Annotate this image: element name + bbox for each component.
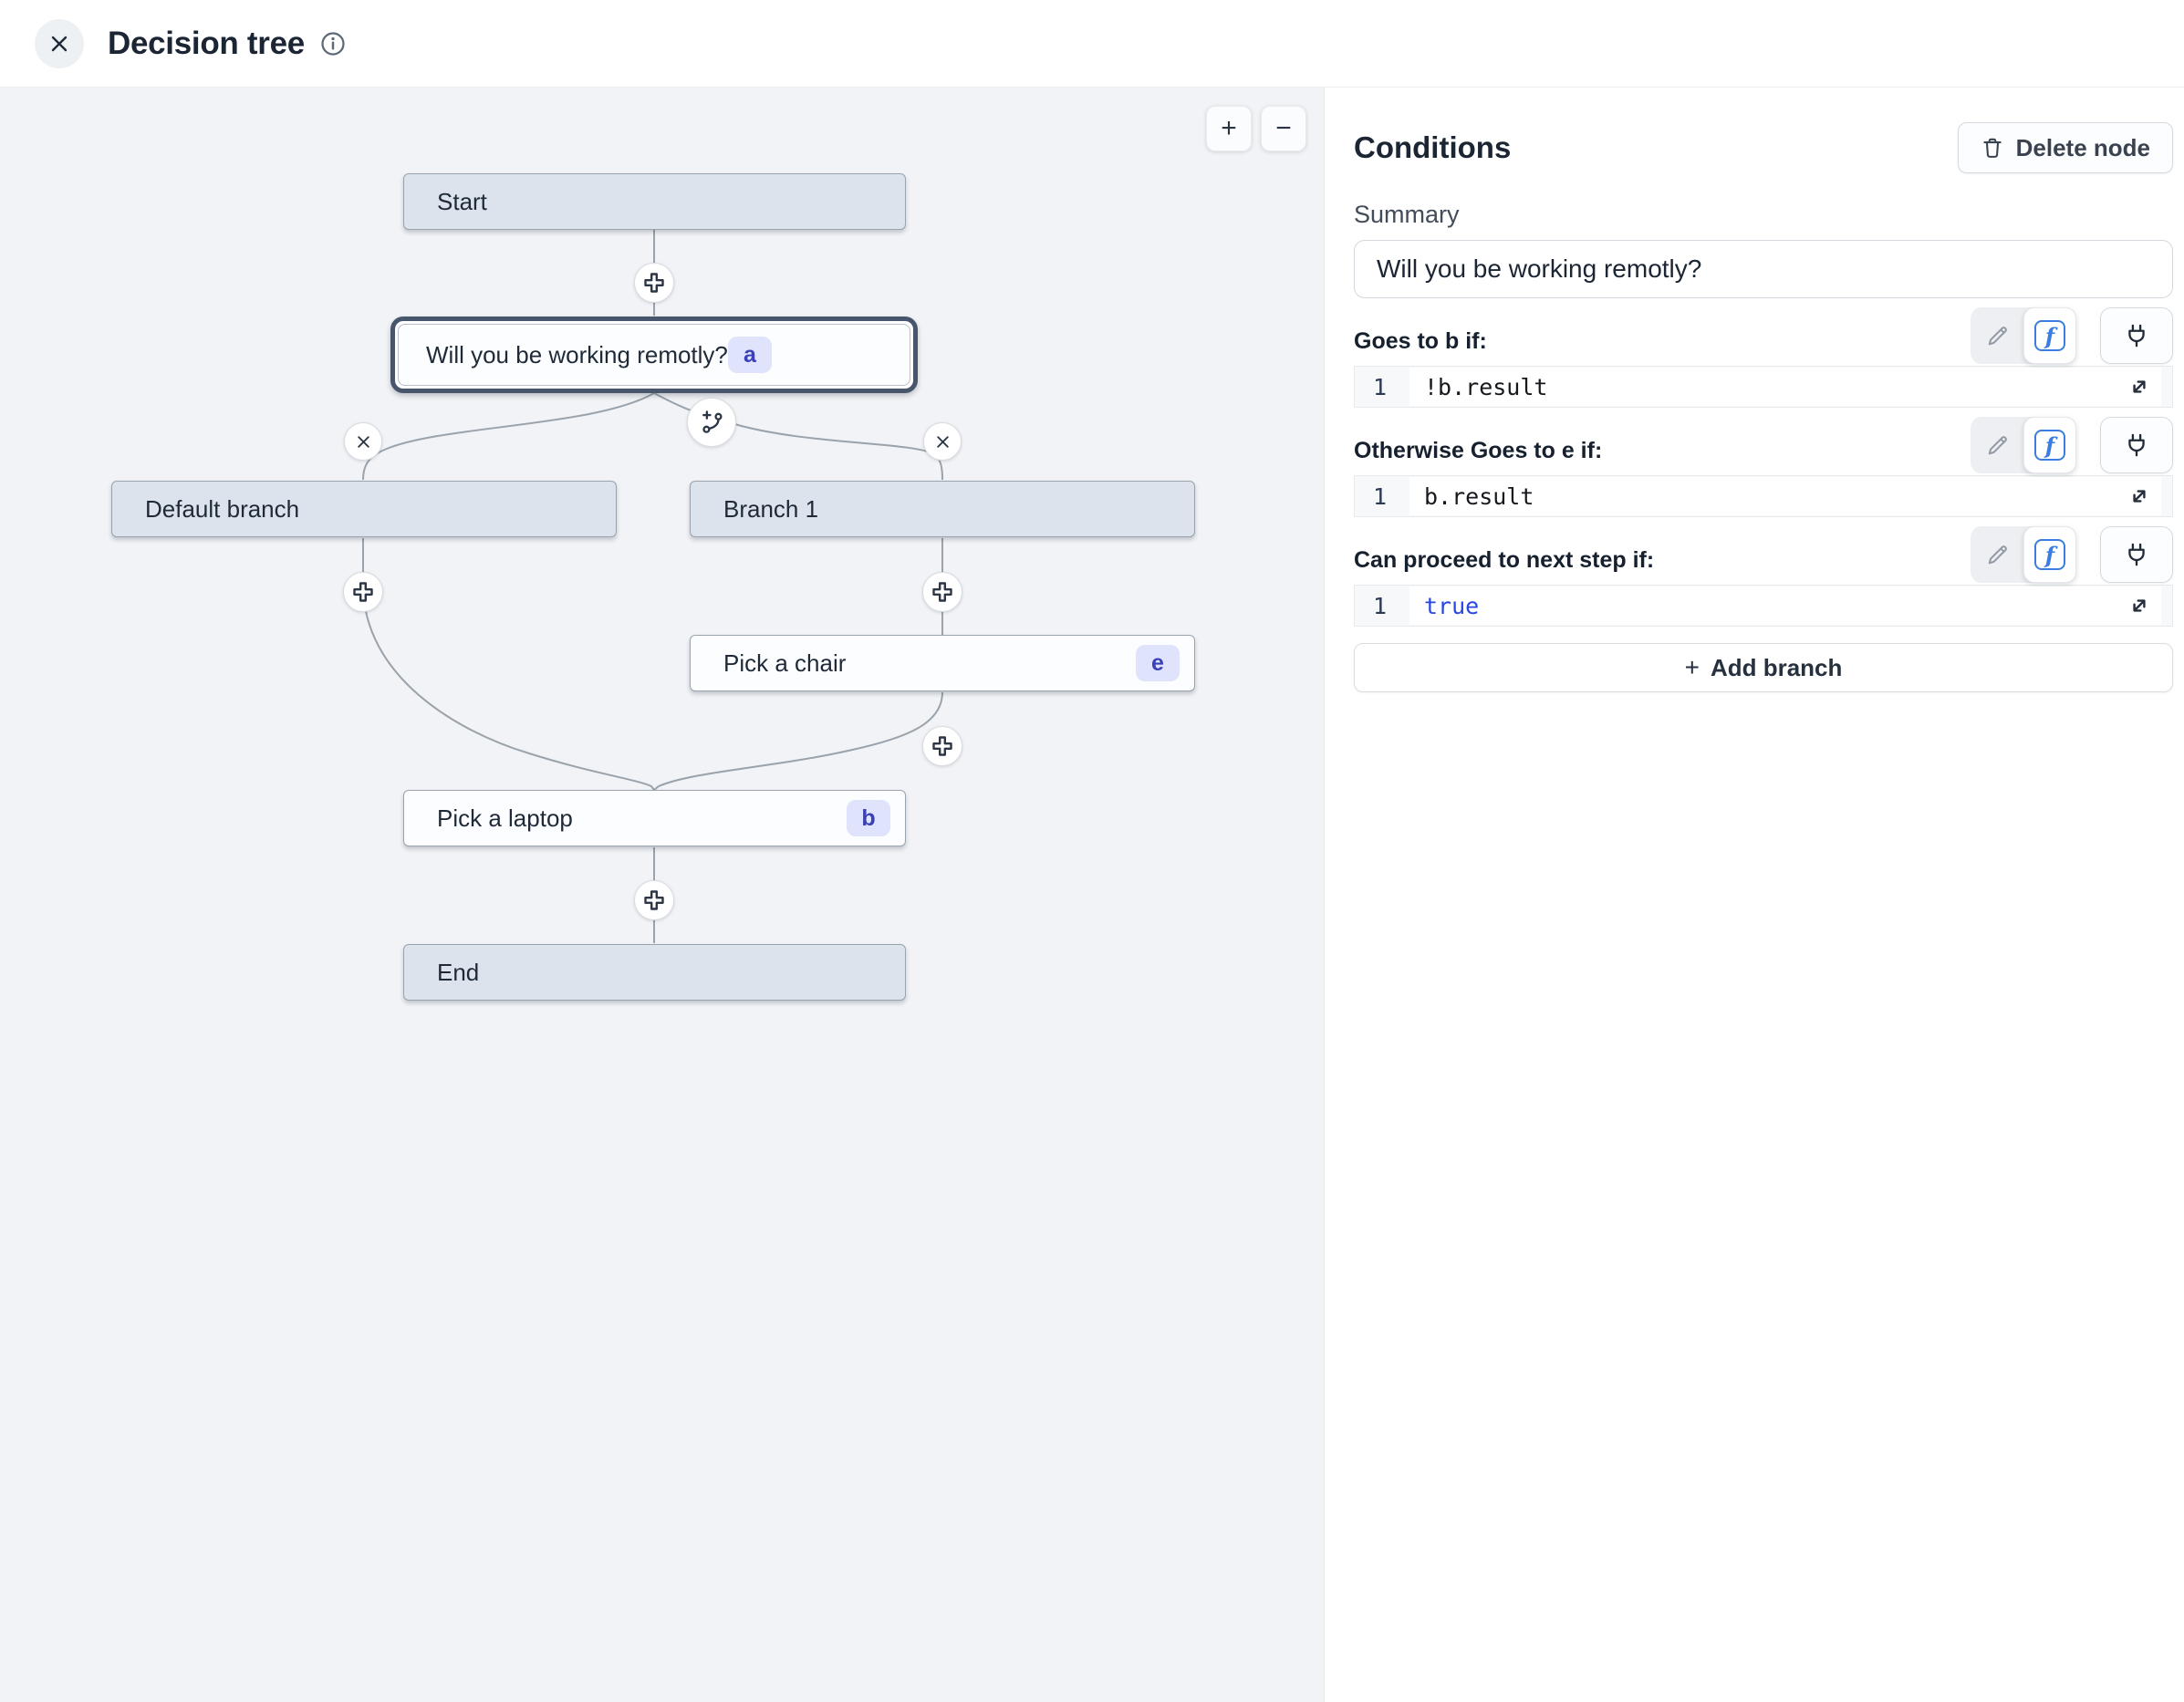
plus-icon: + bbox=[1221, 113, 1237, 143]
fx-mode-button[interactable]: f bbox=[2023, 526, 2076, 583]
node-branch-1[interactable]: Branch 1 bbox=[690, 481, 1195, 537]
fx-mode-button[interactable]: f bbox=[2023, 417, 2076, 473]
text-mode-button[interactable] bbox=[1971, 433, 2023, 458]
editor-mode-toggle: f bbox=[1971, 417, 2076, 473]
zoom-out-button[interactable]: − bbox=[1261, 106, 1306, 151]
condition-label: Goes to b if: bbox=[1354, 328, 1487, 354]
node-badge: b bbox=[847, 800, 890, 836]
minus-icon: − bbox=[1275, 113, 1292, 143]
plug-button[interactable] bbox=[2100, 307, 2173, 364]
text-mode-button[interactable] bbox=[1971, 324, 2023, 348]
plus-icon bbox=[353, 582, 373, 602]
conditions-panel: Conditions Delete node Summary Goes to b… bbox=[1324, 88, 2184, 1702]
plug-icon bbox=[2128, 433, 2145, 457]
expand-diagonal-icon bbox=[2133, 490, 2146, 503]
node-end[interactable]: End bbox=[403, 944, 906, 1001]
summary-input[interactable] bbox=[1354, 240, 2173, 298]
node-label: Will you be working remotly? bbox=[426, 340, 728, 368]
zoom-controls: + − bbox=[1206, 106, 1306, 151]
code-editor[interactable]: 1 b.result bbox=[1354, 475, 2173, 517]
node-label: Pick a chair bbox=[723, 649, 847, 677]
code-editor[interactable]: 1 !b.result bbox=[1354, 366, 2173, 408]
panel-title: Conditions bbox=[1354, 130, 1512, 164]
header: Decision tree bbox=[0, 0, 2184, 88]
info-icon[interactable] bbox=[319, 30, 347, 57]
node-pick-laptop[interactable]: Pick a laptop b bbox=[403, 790, 906, 846]
pencil-icon bbox=[1988, 435, 2007, 454]
function-icon: f bbox=[2034, 320, 2065, 351]
add-node-button[interactable] bbox=[922, 726, 962, 766]
plus-icon bbox=[644, 273, 664, 293]
plug-button[interactable] bbox=[2100, 417, 2173, 473]
editor-mode-toggle: f bbox=[1971, 307, 2076, 364]
code-editor[interactable]: 1 true bbox=[1354, 585, 2173, 627]
plus-icon bbox=[932, 582, 952, 602]
expand-editor-button[interactable] bbox=[2117, 586, 2161, 625]
add-branch-label: Add branch bbox=[1710, 653, 1843, 681]
close-icon bbox=[51, 36, 68, 51]
summary-label: Summary bbox=[1354, 201, 1460, 228]
delete-branch-button[interactable] bbox=[344, 422, 382, 461]
delete-node-label: Delete node bbox=[2015, 133, 2150, 161]
flow-canvas[interactable]: + − Start Will you be working remotly? a… bbox=[0, 88, 1324, 1702]
add-node-button[interactable] bbox=[922, 572, 962, 612]
x-icon bbox=[936, 435, 949, 448]
expand-editor-button[interactable] bbox=[2117, 368, 2161, 406]
node-label: Default branch bbox=[145, 494, 300, 523]
condition-label: Otherwise Goes to e if: bbox=[1354, 438, 1603, 463]
node-default-branch[interactable]: Default branch bbox=[111, 481, 617, 537]
add-branch-edge-button[interactable] bbox=[687, 398, 736, 447]
node-label: Start bbox=[437, 187, 487, 215]
expand-diagonal-icon bbox=[2133, 380, 2146, 393]
node-pick-chair[interactable]: Pick a chair e bbox=[690, 635, 1195, 691]
line-number: 1 bbox=[1373, 483, 1388, 510]
zoom-in-button[interactable]: + bbox=[1206, 106, 1252, 151]
delete-branch-button[interactable] bbox=[923, 422, 962, 461]
line-number: 1 bbox=[1373, 592, 1388, 619]
node-label: Branch 1 bbox=[723, 494, 819, 523]
fx-mode-button[interactable]: f bbox=[2023, 307, 2076, 364]
node-badge: e bbox=[1136, 645, 1180, 681]
plus-icon: + bbox=[1684, 653, 1700, 681]
condition-label: Can proceed to next step if: bbox=[1354, 547, 1655, 573]
pencil-icon bbox=[1988, 545, 2007, 564]
node-label: Pick a laptop bbox=[437, 804, 573, 832]
x-icon bbox=[357, 435, 369, 448]
plug-button[interactable] bbox=[2100, 526, 2173, 583]
plug-icon bbox=[2128, 543, 2145, 566]
expand-editor-button[interactable] bbox=[2117, 477, 2161, 515]
add-node-button[interactable] bbox=[634, 880, 674, 920]
line-number: 1 bbox=[1373, 373, 1388, 400]
code-text[interactable]: true bbox=[1409, 586, 2117, 625]
code-text[interactable]: b.result bbox=[1409, 477, 2117, 515]
plus-icon bbox=[932, 736, 952, 756]
node-question-selected[interactable]: Will you be working remotly? a bbox=[390, 317, 918, 393]
edge-chair-laptop bbox=[653, 691, 943, 791]
code-text[interactable]: !b.result bbox=[1409, 368, 2117, 406]
expand-diagonal-icon bbox=[2133, 599, 2146, 612]
git-branch-plus-icon bbox=[702, 410, 723, 433]
plug-icon bbox=[2128, 324, 2145, 348]
close-button[interactable] bbox=[35, 18, 84, 68]
node-badge: a bbox=[727, 337, 772, 373]
plus-icon bbox=[644, 890, 664, 910]
delete-node-button[interactable]: Delete node bbox=[1957, 122, 2173, 173]
editor-mode-toggle: f bbox=[1971, 526, 2076, 583]
add-node-button[interactable] bbox=[343, 572, 383, 612]
trash-icon bbox=[1982, 138, 2002, 158]
page-title: Decision tree bbox=[108, 25, 305, 61]
edge-default-laptop bbox=[362, 538, 655, 791]
pencil-icon bbox=[1988, 326, 2007, 345]
node-label: End bbox=[437, 958, 480, 986]
text-mode-button[interactable] bbox=[1971, 543, 2023, 567]
add-branch-button[interactable]: + Add branch bbox=[1354, 643, 2173, 692]
add-node-button[interactable] bbox=[634, 263, 674, 303]
function-icon: f bbox=[2034, 430, 2065, 461]
edge-question-default bbox=[362, 392, 655, 481]
node-start[interactable]: Start bbox=[403, 173, 906, 230]
function-icon: f bbox=[2034, 539, 2065, 570]
